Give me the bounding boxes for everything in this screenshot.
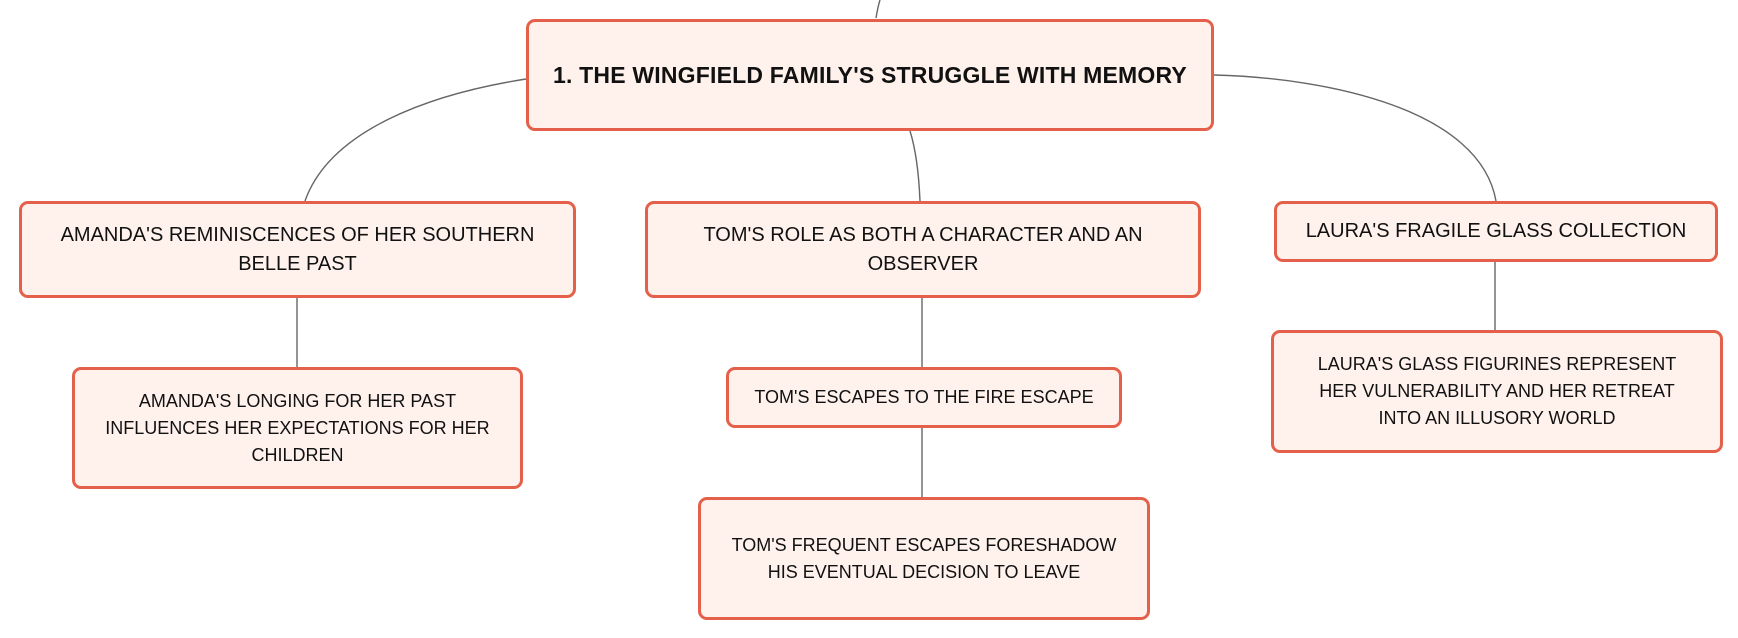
topic-tom-role[interactable]: TOM'S ROLE AS BOTH A CHARACTER AND AN OB…	[645, 201, 1201, 298]
connector-root-tom	[909, 130, 921, 202]
subtopic-laura-figurines-label: LAURA'S GLASS FIGURINES REPRESENT HER VU…	[1317, 354, 1677, 428]
connector-root-amanda	[304, 78, 527, 202]
subtopic-laura-figurines[interactable]: LAURA'S GLASS FIGURINES REPRESENT HER VU…	[1271, 330, 1723, 453]
topic-laura-glass[interactable]: LAURA'S FRAGILE GLASS COLLECTION	[1274, 201, 1718, 262]
subtopic-tom-foreshadow[interactable]: TOM'S FREQUENT ESCAPES FORESHADOW HIS EV…	[698, 497, 1150, 620]
subtopic-amanda-longing-label: AMANDA'S LONGING FOR HER PAST INFLUENCES…	[105, 390, 490, 465]
subtopic-tom-foreshadow-label: TOM'S FREQUENT ESCAPES FORESHADOW HIS EV…	[731, 534, 1117, 582]
topic-laura-glass-label: LAURA'S FRAGILE GLASS COLLECTION	[1305, 220, 1687, 242]
topic-tom-role-label: TOM'S ROLE AS BOTH A CHARACTER AND AN OB…	[703, 223, 1143, 275]
connector-incoming-root	[875, 0, 881, 19]
connector-root-laura	[1213, 74, 1497, 202]
topic-amanda-reminiscences-label: AMANDA'S REMINISCENCES OF HER SOUTHERN B…	[60, 223, 535, 275]
subtopic-tom-fire-escape[interactable]: TOM'S ESCAPES TO THE FIRE ESCAPE	[726, 367, 1122, 428]
root-topic[interactable]: 1. THE WINGFIELD FAMILY'S STRUGGLE WITH …	[526, 19, 1214, 131]
subtopic-amanda-longing[interactable]: AMANDA'S LONGING FOR HER PAST INFLUENCES…	[72, 367, 523, 489]
subtopic-tom-fire-escape-label: TOM'S ESCAPES TO THE FIRE ESCAPE	[754, 387, 1094, 407]
root-topic-label: 1. THE WINGFIELD FAMILY'S STRUGGLE WITH …	[553, 61, 1187, 88]
topic-amanda-reminiscences[interactable]: AMANDA'S REMINISCENCES OF HER SOUTHERN B…	[19, 201, 576, 298]
